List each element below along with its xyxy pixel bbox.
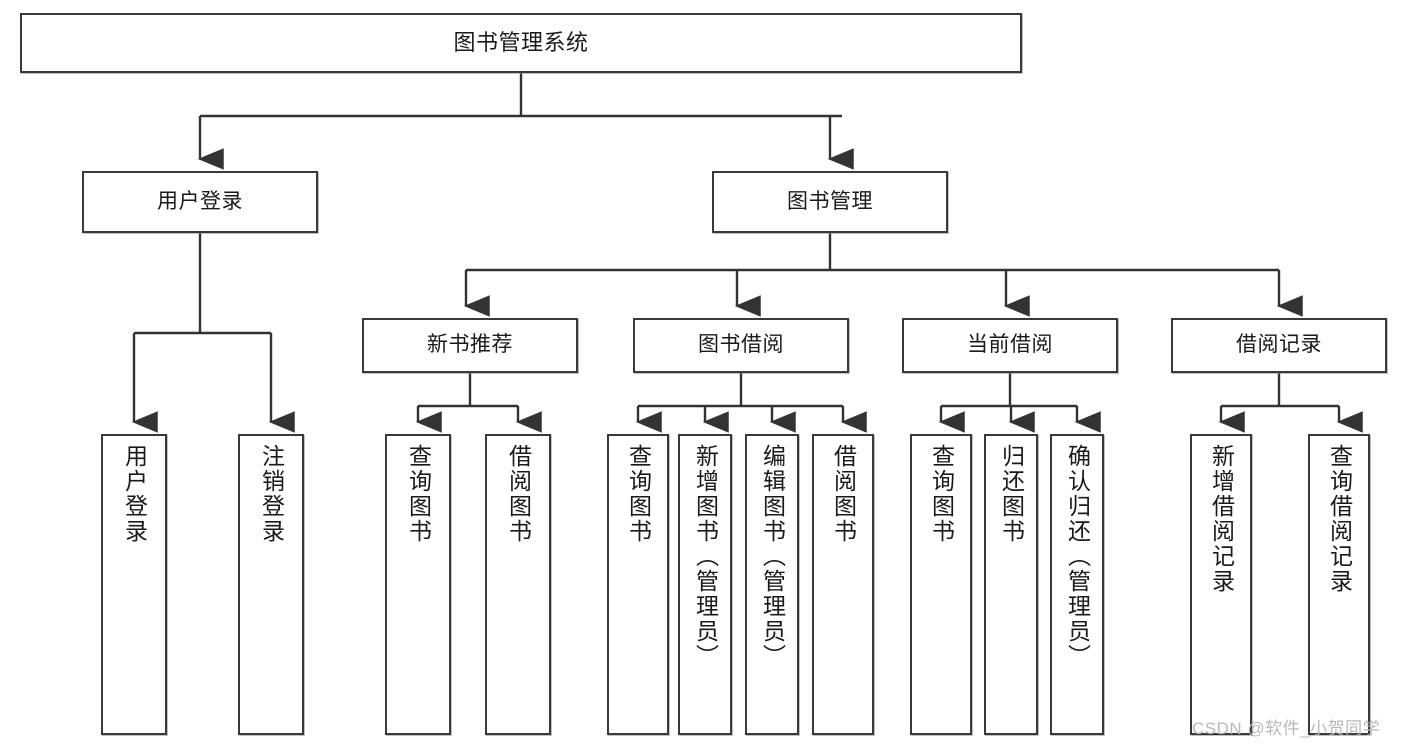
leaf-node-label: 借阅图书 xyxy=(505,444,532,544)
leaf-node[interactable]: 借阅图书 xyxy=(812,434,874,735)
leaf-node[interactable]: 归还图书 xyxy=(984,434,1038,735)
node-book-management-label: 图书管理 xyxy=(787,189,873,213)
node-root-label: 图书管理系统 xyxy=(453,30,589,56)
leaf-node[interactable]: 查询借阅记录 xyxy=(1308,434,1370,735)
leaf-node-label: 查询图书 xyxy=(625,444,652,544)
leaf-node-label: 新增借阅记录 xyxy=(1208,444,1235,594)
leaf-node[interactable]: 新增借阅记录 xyxy=(1190,434,1252,735)
leaf-node[interactable]: 确认归还（管理员） xyxy=(1050,434,1104,735)
leaf-node-label: 注销登录 xyxy=(258,444,285,544)
leaf-node[interactable]: 借阅图书 xyxy=(485,434,551,735)
node-user-login[interactable]: 用户登录 xyxy=(82,171,318,233)
leaf-node[interactable]: 查询图书 xyxy=(910,434,972,735)
node-current-borrow-label: 当前借阅 xyxy=(967,333,1053,357)
leaf-node-label: 借阅图书 xyxy=(830,444,857,544)
leaf-node[interactable]: 编辑图书（管理员） xyxy=(745,434,799,735)
leaf-node-label: 确认归还（管理员） xyxy=(1064,444,1091,669)
leaf-node[interactable]: 新增图书（管理员） xyxy=(678,434,732,735)
leaf-node-label: 归还图书 xyxy=(998,444,1025,544)
node-current-borrow[interactable]: 当前借阅 xyxy=(902,318,1118,373)
leaf-node-label: 用户登录 xyxy=(121,444,148,544)
node-borrow-records[interactable]: 借阅记录 xyxy=(1171,318,1387,373)
leaf-node-label: 新增图书（管理员） xyxy=(692,444,719,669)
leaf-node[interactable]: 注销登录 xyxy=(238,434,304,735)
node-book-borrow-label: 图书借阅 xyxy=(698,333,784,357)
node-book-borrow[interactable]: 图书借阅 xyxy=(633,318,849,373)
leaf-node[interactable]: 查询图书 xyxy=(607,434,669,735)
leaf-node[interactable]: 用户登录 xyxy=(101,434,167,735)
node-book-management[interactable]: 图书管理 xyxy=(712,171,948,233)
leaf-node-label: 编辑图书（管理员） xyxy=(759,444,786,669)
node-new-book-recommend[interactable]: 新书推荐 xyxy=(362,318,578,373)
watermark-text: CSDN @软件_小贺同学 xyxy=(1192,719,1381,738)
node-root-system[interactable]: 图书管理系统 xyxy=(20,13,1022,73)
node-user-login-label: 用户登录 xyxy=(157,189,243,213)
leaf-node[interactable]: 查询图书 xyxy=(385,434,451,735)
node-new-book-recommend-label: 新书推荐 xyxy=(427,333,513,357)
leaf-node-label: 查询借阅记录 xyxy=(1326,444,1353,594)
leaf-node-label: 查询图书 xyxy=(928,444,955,544)
leaf-node-label: 查询图书 xyxy=(405,444,432,544)
node-borrow-records-label: 借阅记录 xyxy=(1236,333,1322,357)
